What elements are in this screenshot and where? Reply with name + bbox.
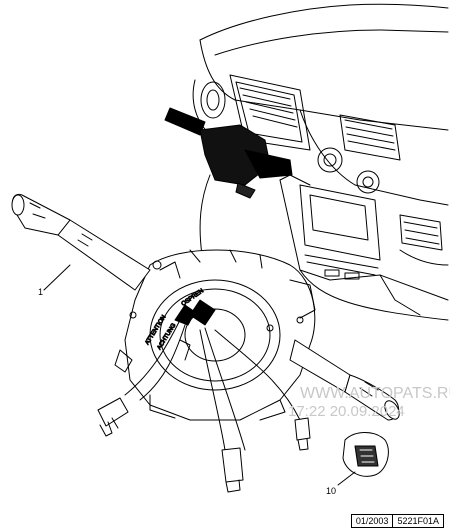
dashboard-round-vents-center xyxy=(317,147,380,194)
part-10-switch xyxy=(342,432,389,477)
connector-right xyxy=(294,417,311,451)
dashboard-outline xyxy=(192,3,449,321)
figure-code-box: 01/2003 5221F01A xyxy=(350,514,444,528)
connector-center xyxy=(221,447,244,493)
watermark-line-1: WWW.AUTOPATS.RU xyxy=(300,385,450,402)
watermark-line-2: 17:22 20.09.2024 xyxy=(288,403,405,420)
dashboard-instrument-panel xyxy=(229,74,311,151)
callout-10: 10 xyxy=(326,486,336,496)
date-code: 01/2003 xyxy=(355,516,389,526)
left-stalk-lever xyxy=(11,193,151,291)
dashboard-round-vent-left xyxy=(200,81,226,119)
ignition-lock-assembly xyxy=(164,107,293,256)
callout-1: 1 xyxy=(38,287,43,297)
dashboard-right-grille xyxy=(399,214,443,251)
right-stalk-lever xyxy=(289,339,400,421)
switch-housing xyxy=(114,249,316,421)
wiring-harness xyxy=(124,299,301,451)
connector-left xyxy=(97,397,129,437)
dashboard-vent-right xyxy=(339,114,401,161)
leader-lines xyxy=(43,264,356,486)
dashboard-center-console xyxy=(299,184,381,280)
reference-code: 5221F01A xyxy=(392,515,443,527)
